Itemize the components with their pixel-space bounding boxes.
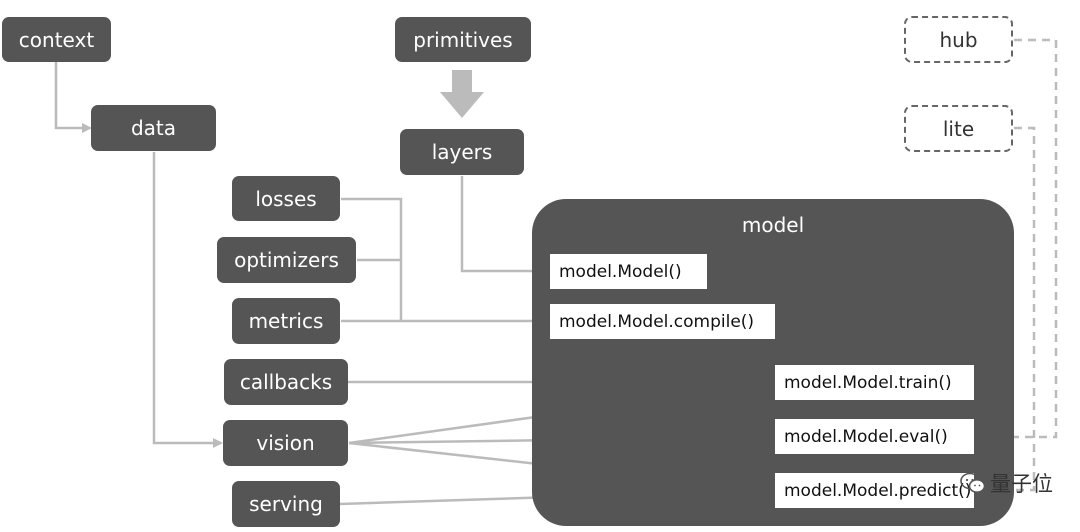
method-train: model.Model.train()	[775, 365, 974, 400]
model-title: model	[741, 213, 805, 237]
edge-hub-eval	[976, 38, 1058, 442]
node-metrics: metrics	[232, 298, 340, 344]
method-model: model.Model()	[550, 254, 707, 289]
node-hub: hub	[904, 16, 1013, 63]
method-predict: model.Model.predict()	[775, 473, 974, 508]
node-serving: serving	[232, 481, 340, 527]
watermark: 量子位	[960, 468, 1053, 498]
model-container: model	[532, 199, 1014, 526]
method-compile: model.Model.compile()	[550, 304, 775, 339]
node-vision: vision	[223, 420, 348, 466]
node-context: context	[2, 17, 111, 62]
node-data: data	[91, 105, 216, 151]
wechat-logo-icon	[960, 472, 986, 494]
node-layers: layers	[400, 129, 524, 175]
block-arrow-primitives-layers	[440, 70, 484, 118]
node-primitives: primitives	[395, 17, 531, 62]
node-lite: lite	[904, 105, 1013, 152]
watermark-text: 量子位	[990, 472, 1053, 496]
node-losses: losses	[232, 176, 340, 221]
method-eval: model.Model.eval()	[775, 419, 974, 454]
edge-data-vision	[152, 152, 223, 448]
edge-layers-model	[460, 176, 549, 276]
edge-context-data	[54, 62, 92, 133]
node-optimizers: optimizers	[217, 237, 356, 283]
edge-losses-bus	[341, 197, 403, 321]
node-callbacks: callbacks	[224, 359, 348, 405]
